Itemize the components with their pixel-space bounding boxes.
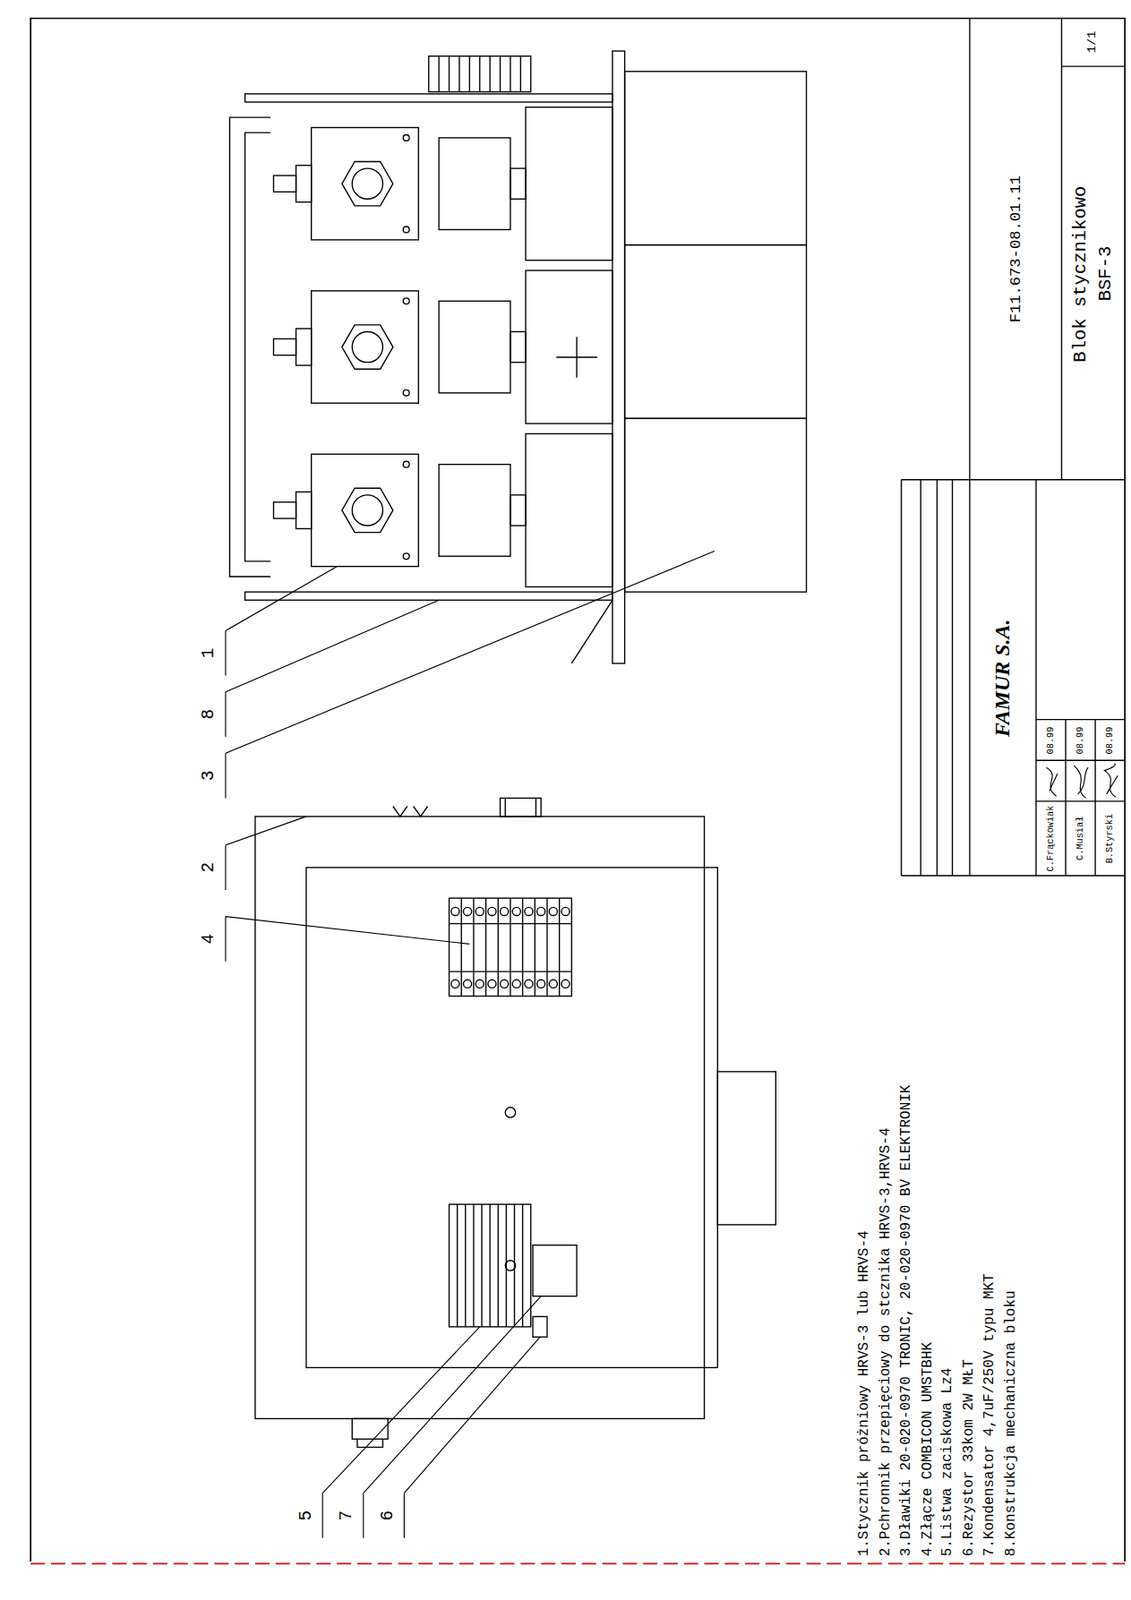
callout-number: 1 — [198, 648, 219, 660]
callout-number: 5 — [296, 1510, 317, 1522]
drawing-title: BSF-3 — [1095, 246, 1117, 302]
parts-list-item: 4.Złącze COMBICON UMSTBHK — [917, 1342, 934, 1557]
parts-list-item: 2.Pchronnik przepięciowy do stcznika HRV… — [876, 1127, 893, 1557]
leader-lines — [225, 551, 715, 1539]
callout-number: 4 — [198, 933, 219, 945]
callout-number: 6 — [377, 1510, 398, 1522]
contactor-units — [273, 107, 612, 588]
callout-number: 8 — [198, 709, 219, 720]
drawing-number: F11.673-08.01.11 — [1007, 175, 1026, 323]
parts-list-item: 7.Kondensator 4,7uF/250V typu MKT — [980, 1273, 997, 1557]
enclosure — [255, 797, 776, 1448]
approver-name: B.Styrski — [1105, 813, 1116, 863]
callout-number: 3 — [198, 770, 219, 781]
callout-number: 2 — [198, 862, 219, 874]
drawer-name: C.Frąckowiak — [1045, 805, 1057, 872]
sign-date: 08.99 — [1105, 726, 1116, 754]
title-block-lines — [901, 18, 1126, 877]
sheet-number: 1/1 — [1086, 31, 1101, 54]
parts-list-item: 5.Listwa zaciskowa Lz4 — [939, 1368, 956, 1558]
parts-list-item: 6.Rezystor 33kom 2W MŁT — [959, 1359, 977, 1557]
contactor-assembly — [229, 51, 806, 664]
sign-date: 08.99 — [1075, 726, 1087, 754]
parts-list-item: 3.Dławiki 20-020-0970 TRONIC, 20-020-097… — [897, 1085, 914, 1558]
drawing-title: Blok stycznikowo — [1069, 185, 1091, 362]
parts-list-item: 1.Stycznik próżniowy HRVS-3 lub HRVS-4 — [855, 1230, 872, 1557]
signatures — [1045, 763, 1118, 799]
callout-number: 7 — [336, 1510, 357, 1522]
checker-name: C.Musiał — [1075, 815, 1087, 860]
company-name: FAMUR S.A. — [990, 618, 1016, 737]
sign-date: 08.99 — [1045, 726, 1057, 754]
parts-list-item: 8.Konstrukcja mechaniczna bloku — [1002, 1290, 1019, 1557]
